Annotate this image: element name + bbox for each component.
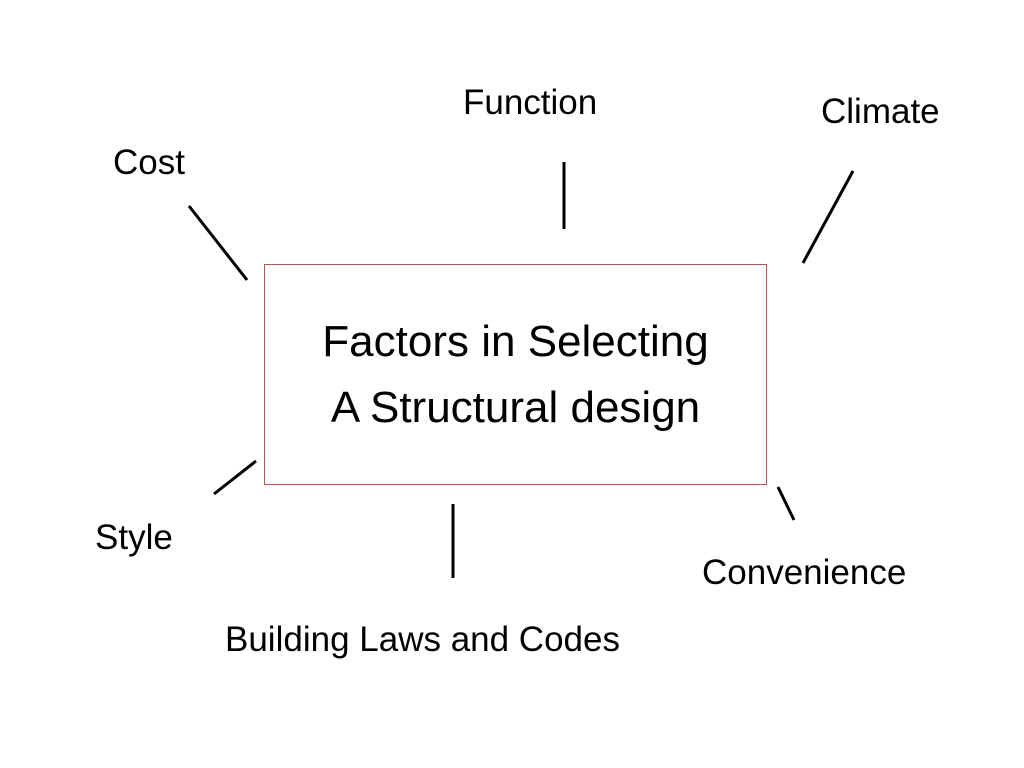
central-topic-line-1: Factors in Selecting xyxy=(322,316,709,366)
factor-cost: Cost xyxy=(113,143,185,182)
factor-function: Function xyxy=(463,83,598,122)
factor-convenience: Convenience xyxy=(702,553,907,592)
factor-climate: Climate xyxy=(821,92,940,131)
connector-cost xyxy=(187,205,249,281)
connector-climate xyxy=(801,170,855,264)
central-topic-box: Factors in Selecting A Structural design xyxy=(264,264,767,485)
central-topic-line-2: A Structural design xyxy=(330,382,701,432)
connector-style xyxy=(213,459,257,496)
factor-style: Style xyxy=(95,518,173,557)
factor-building-laws-and-codes: Building Laws and Codes xyxy=(225,620,620,659)
connector-convenience xyxy=(776,486,796,521)
